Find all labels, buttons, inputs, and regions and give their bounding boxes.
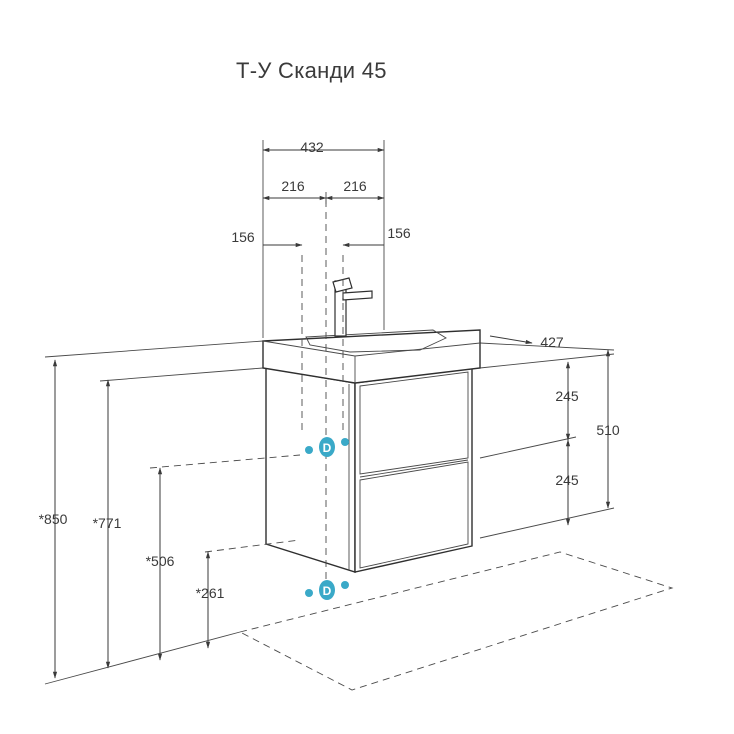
center-lines <box>149 200 344 590</box>
dim-432: 432 <box>262 139 385 155</box>
dim-156-right-label: 156 <box>387 225 411 241</box>
faucet <box>332 277 373 337</box>
water-inlet-icon <box>341 438 349 446</box>
floor-outline <box>238 551 674 691</box>
dim-427: 427 <box>489 334 564 350</box>
dim-432-label: 432 <box>300 139 324 155</box>
dim-506-label: *506 <box>146 553 175 569</box>
water-inlet-icon <box>341 581 349 589</box>
dim-left: *850 *771 *506 *261 <box>39 359 241 685</box>
drain-icon <box>319 580 335 600</box>
dim-427-label: 427 <box>540 334 564 350</box>
cabinet <box>265 367 473 573</box>
dim-216-right-label: 216 <box>343 178 367 194</box>
drain-upper-label: D <box>323 441 332 455</box>
dim-216-left-label: 216 <box>281 178 305 194</box>
water-inlet-icon <box>305 446 313 454</box>
dim-261-label: *261 <box>196 585 225 601</box>
drain-lower-label: D <box>323 584 332 598</box>
dim-156-left-label: 156 <box>231 229 255 245</box>
product-title: Т-У Сканди 45 <box>236 58 387 83</box>
dim-245-top-label: 245 <box>555 388 579 404</box>
dim-216: 216 216 <box>262 178 385 201</box>
washbasin <box>262 329 481 384</box>
water-inlet-icon <box>305 589 313 597</box>
dim-right: 245 245 510 <box>555 349 620 526</box>
dim-245-bottom-label: 245 <box>555 472 579 488</box>
drain-icon <box>319 437 335 457</box>
dim-156: 156 156 <box>231 225 411 248</box>
wall-lines <box>44 340 615 539</box>
connectors-lower: D <box>305 580 349 600</box>
dim-510-label: 510 <box>596 422 620 438</box>
dim-850-label: *850 <box>39 511 68 527</box>
extension-lines <box>262 140 385 338</box>
dim-771-label: *771 <box>93 515 122 531</box>
connectors-upper: D <box>305 437 349 457</box>
